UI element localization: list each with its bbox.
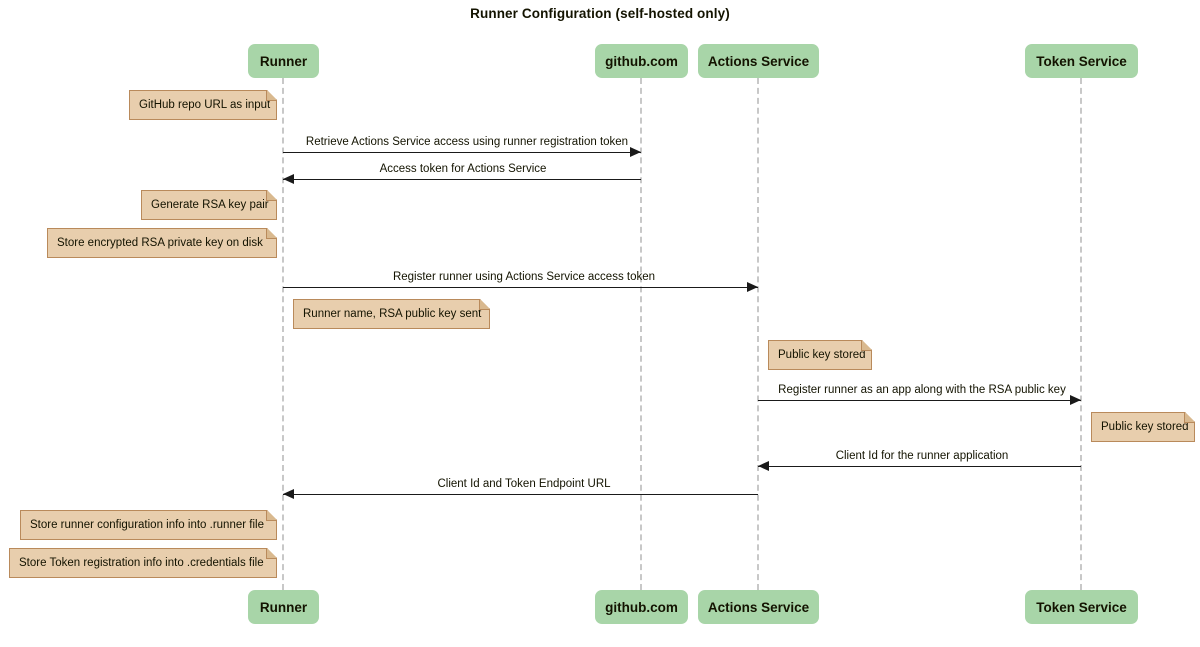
note-n3: Store encrypted RSA private key on disk	[47, 228, 277, 258]
message-line-m2	[283, 179, 641, 180]
participant-actions-bottom[interactable]: Actions Service	[698, 590, 819, 624]
note-text: Store encrypted RSA private key on disk	[57, 237, 263, 249]
note-n6: Public key stored	[1091, 412, 1195, 442]
note-n2: Generate RSA key pair	[141, 190, 277, 220]
note-fold-corner-icon	[479, 300, 489, 310]
message-line-m1	[283, 152, 641, 153]
note-fold-corner-icon	[861, 341, 871, 351]
note-text: Generate RSA key pair	[151, 199, 269, 211]
arrowhead-m1	[630, 147, 641, 157]
message-label-m5: Client Id for the runner application	[835, 450, 1009, 462]
arrowhead-m6	[283, 489, 294, 499]
message-line-m6	[283, 494, 758, 495]
message-line-m5	[758, 466, 1081, 467]
participant-token-bottom[interactable]: Token Service	[1025, 590, 1138, 624]
participant-runner-top[interactable]: Runner	[248, 44, 319, 78]
note-text: Public key stored	[778, 349, 866, 361]
participant-token-top[interactable]: Token Service	[1025, 44, 1138, 78]
note-text: Public key stored	[1101, 421, 1189, 433]
note-text: Store runner configuration info into .ru…	[30, 519, 264, 531]
message-line-m3	[283, 287, 758, 288]
arrowhead-m2	[283, 174, 294, 184]
page-title: Runner Configuration (self-hosted only)	[470, 6, 730, 21]
arrowhead-m3	[747, 282, 758, 292]
note-n5: Public key stored	[768, 340, 872, 370]
note-fold-corner-icon	[1184, 413, 1194, 423]
note-fold-corner-icon	[266, 191, 276, 201]
arrowhead-m4	[1070, 395, 1081, 405]
message-label-m3: Register runner using Actions Service ac…	[392, 271, 656, 283]
message-label-m4: Register runner as an app along with the…	[778, 384, 1066, 396]
note-fold-corner-icon	[266, 229, 276, 239]
arrowhead-m5	[758, 461, 769, 471]
note-n8: Store Token registration info into .cred…	[9, 548, 277, 578]
participant-runner-bottom[interactable]: Runner	[248, 590, 319, 624]
note-n7: Store runner configuration info into .ru…	[20, 510, 277, 540]
participant-github-bottom[interactable]: github.com	[595, 590, 688, 624]
note-n4: Runner name, RSA public key sent	[293, 299, 490, 329]
note-fold-corner-icon	[266, 91, 276, 101]
participant-actions-top[interactable]: Actions Service	[698, 44, 819, 78]
note-fold-corner-icon	[266, 549, 276, 559]
note-text: Runner name, RSA public key sent	[303, 308, 482, 320]
lifeline-runner	[282, 78, 284, 590]
note-fold-corner-icon	[266, 511, 276, 521]
note-text: GitHub repo URL as input	[139, 99, 271, 111]
participant-github-top[interactable]: github.com	[595, 44, 688, 78]
note-n1: GitHub repo URL as input	[129, 90, 277, 120]
lifeline-github	[640, 78, 642, 590]
message-line-m4	[758, 400, 1081, 401]
lifeline-actions	[757, 78, 759, 590]
message-label-m6: Client Id and Token Endpoint URL	[437, 478, 611, 490]
note-text: Store Token registration info into .cred…	[19, 557, 264, 569]
message-label-m1: Retrieve Actions Service access using ru…	[305, 136, 629, 148]
lifeline-token	[1080, 78, 1082, 590]
message-label-m2: Access token for Actions Service	[379, 163, 547, 175]
